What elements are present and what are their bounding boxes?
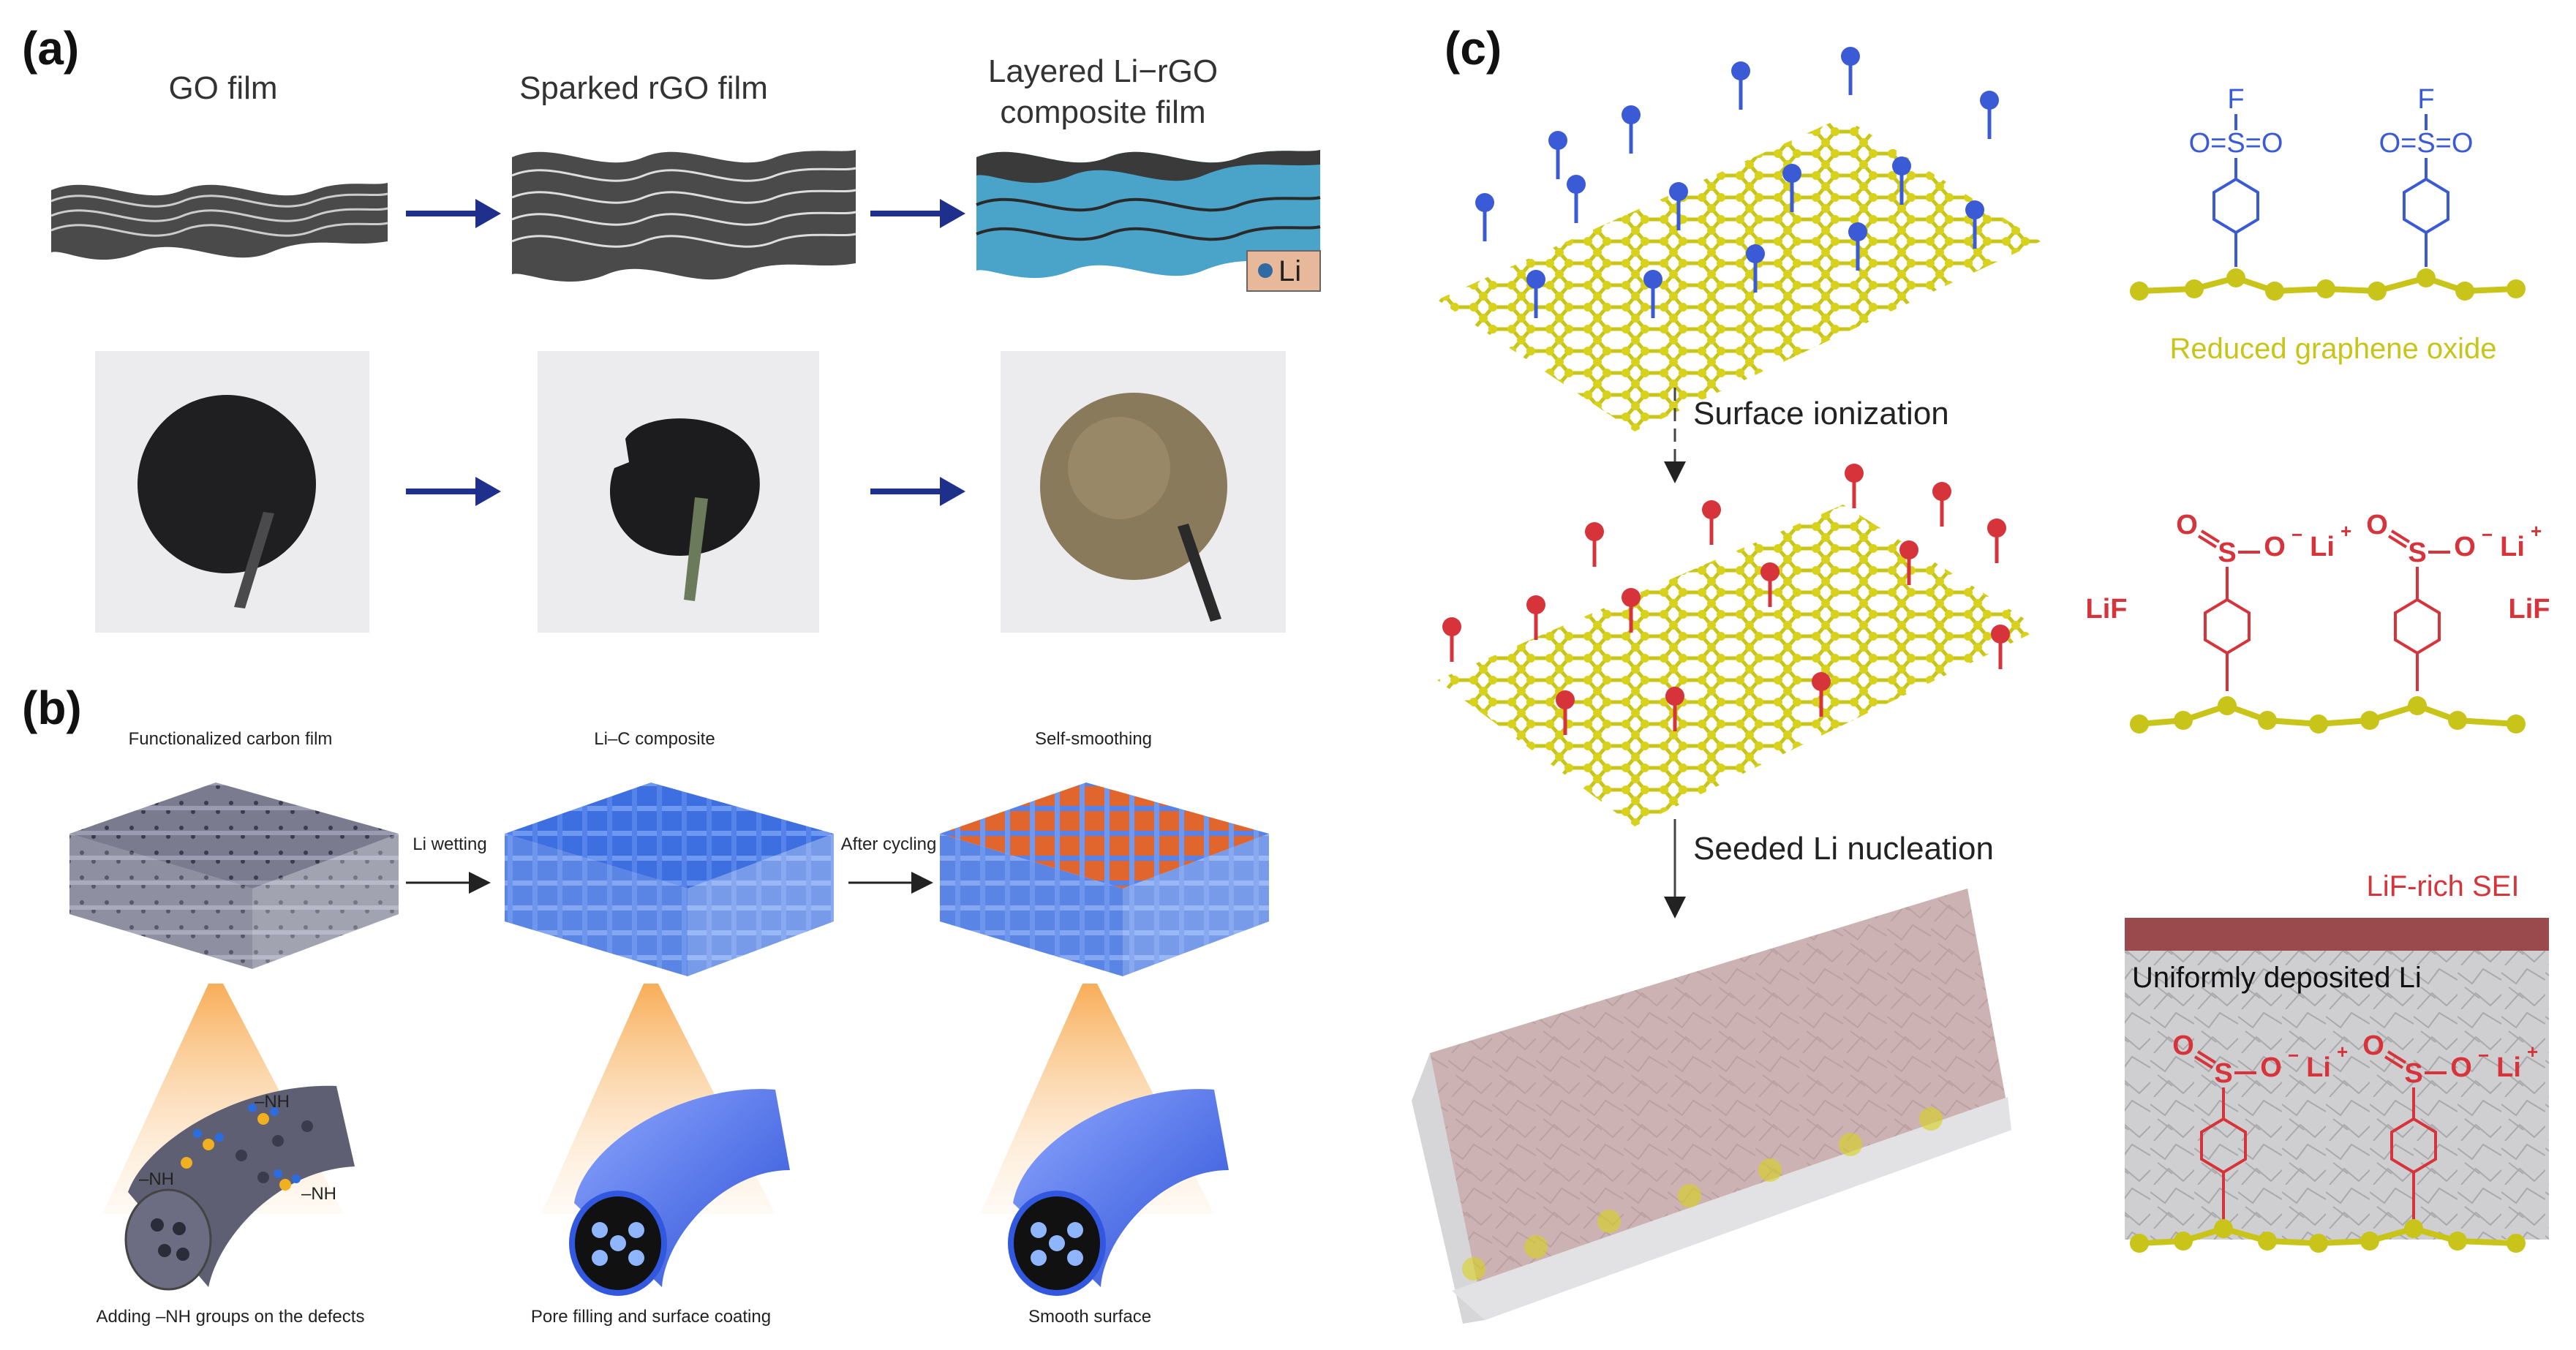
panel-c-label: (c) (1445, 22, 1502, 75)
composite-photo (1001, 351, 1286, 633)
rgo-chain-bottom (2130, 1219, 2526, 1253)
li-legend-label: Li (1278, 255, 1301, 287)
sparked-rgo-illustration (511, 150, 856, 282)
caption-smooth: Smooth surface (1028, 1307, 1151, 1327)
li-ion-1: Li (2310, 532, 2335, 562)
li-ion-4: Li (2496, 1052, 2521, 1083)
sei-block (2125, 918, 2549, 1240)
functionalized-film (69, 783, 399, 969)
seeded-nucleation-label: Seeded Li nucleation (1693, 831, 1994, 867)
plus-sup-2: + (2531, 520, 2542, 542)
sei-label: LiF-rich SEI (2367, 870, 2520, 902)
li-c-film (505, 783, 834, 976)
li-ion-3: Li (2306, 1052, 2331, 1083)
panel-b: (b) Functionalized carbon film Li–C comp… (22, 682, 1269, 1327)
nh-group-label-3: –NH (301, 1184, 336, 1204)
rgo-label: Reduced graphene oxide (2169, 333, 2496, 365)
li-dot-icon (1258, 263, 1273, 278)
s-atom-2: S (2408, 538, 2426, 568)
smooth-fiber (1008, 1089, 1229, 1296)
sulfinate-bottom: S O O − Li + S O O − Li + (2172, 1030, 2538, 1225)
sulfonyl-2: O=S=O (2379, 128, 2474, 159)
plus-sup-1: + (2340, 520, 2351, 542)
plus-sup-4: + (2527, 1041, 2538, 1063)
minus-sup-4: − (2478, 1044, 2489, 1066)
caption-nh: Adding –NH groups on the defects (97, 1307, 365, 1327)
f-atom-2: F (2417, 84, 2434, 115)
after-cycling-label: After cycling (841, 834, 937, 854)
caption-pore-filling: Pore filling and surface coating (531, 1307, 771, 1327)
o-minus-4: O (2450, 1052, 2472, 1083)
o-minus-2: O (2454, 532, 2476, 562)
li-ion-2: Li (2500, 532, 2525, 562)
fluorosulfonyl-structure: F O=S=O F O=S=O (2189, 84, 2474, 267)
go-film-title: GO film (168, 70, 277, 106)
f-atom-1: F (2227, 84, 2244, 115)
li-legend: Li (1246, 250, 1321, 292)
go-film-photo (95, 351, 369, 633)
composite-title-line1: Layered Li−rGO (988, 53, 1218, 89)
composite-illustration (976, 150, 1321, 279)
plus-sup-3: + (2337, 1041, 2348, 1063)
minus-sup-3: − (2288, 1044, 2299, 1066)
li-c-title: Li–C composite (594, 729, 715, 749)
minus-sup-2: − (2482, 524, 2493, 546)
rgo-chain-top (2130, 268, 2526, 301)
o-double-2: O (2366, 510, 2388, 540)
functionalized-title: Functionalized carbon film (129, 729, 333, 749)
sulfonyl-1: O=S=O (2189, 128, 2283, 159)
panel-b-label: (b) (22, 682, 82, 734)
minus-sup-1: − (2291, 524, 2302, 546)
graphene-sheet-fluorinated (1437, 47, 2041, 431)
o-minus-1: O (2264, 532, 2286, 562)
o-double-4: O (2362, 1030, 2384, 1061)
nh-fiber (124, 1085, 355, 1291)
li-wetting-label: Li wetting (413, 834, 486, 854)
self-smoothing-film (940, 783, 1269, 976)
lif-left: LiF (2086, 594, 2128, 625)
coated-fiber (569, 1089, 790, 1296)
sparked-rgo-title: Sparked rGO film (519, 70, 768, 106)
s-atom-4: S (2404, 1058, 2422, 1089)
go-film-illustration (50, 183, 388, 260)
s-atom-3: S (2214, 1058, 2232, 1089)
graphene-sheet-ionized (1437, 464, 2041, 826)
panel-a-label: (a) (22, 22, 79, 75)
nh-group-label-1: –NH (255, 1092, 290, 1112)
self-smoothing-title: Self-smoothing (1035, 729, 1152, 749)
process-arrows (406, 199, 965, 506)
composite-title-line2: composite film (1000, 94, 1205, 130)
rgo-chain-middle (2130, 696, 2526, 734)
o-double-3: O (2172, 1030, 2194, 1061)
deposited-li-slab (1412, 889, 2011, 1324)
o-double-1: O (2176, 510, 2198, 540)
s-atom-1: S (2218, 538, 2236, 568)
sulfinate-structure: S O O − Li + LiF S O O − Li + LiF (2086, 510, 2550, 691)
o-minus-3: O (2260, 1052, 2282, 1083)
surface-ionization-label: Surface ionization (1693, 396, 1949, 431)
lif-right: LiF (2509, 594, 2550, 625)
panel-c: (c) Surface ionization (1412, 22, 2550, 1324)
sparked-rgo-photo (538, 351, 819, 633)
panel-a: (a) GO film Sparked rGO film Layered Li−… (22, 22, 1321, 633)
deposited-li-label: Uniformly deposited Li (2132, 962, 2422, 994)
nh-group-label-2: –NH (139, 1169, 174, 1189)
